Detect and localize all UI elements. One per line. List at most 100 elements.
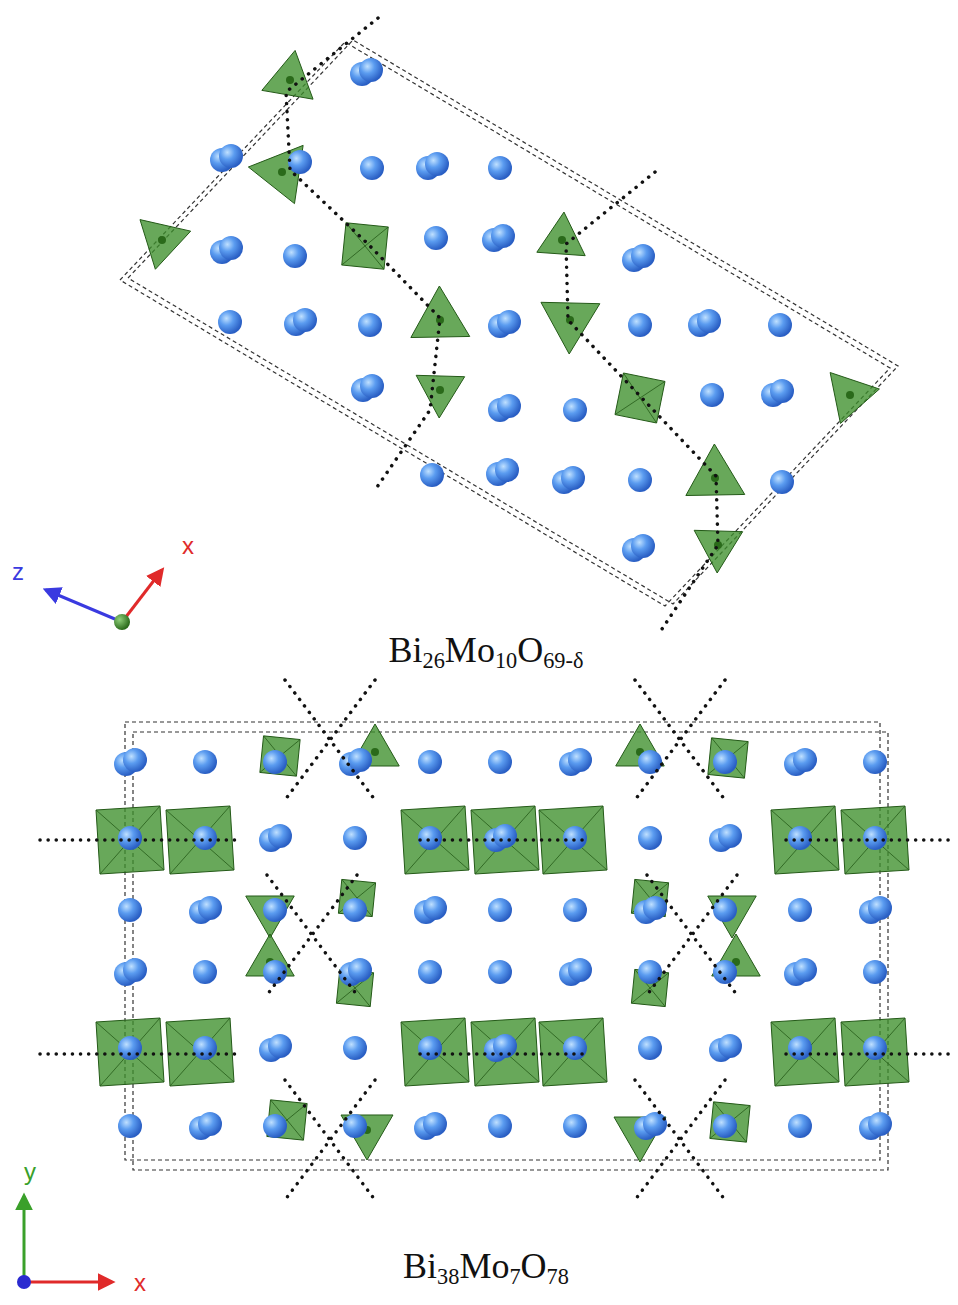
bi-atom — [563, 826, 587, 850]
bi-atom — [488, 750, 512, 774]
bi-atom — [718, 824, 742, 848]
bi-atom — [268, 824, 292, 848]
dotted-guides — [40, 18, 955, 1200]
bi-atom — [643, 896, 667, 920]
bi-atom — [424, 226, 448, 250]
bi-atom — [293, 308, 317, 332]
chain-line — [566, 172, 718, 632]
chain-line — [267, 875, 357, 995]
polyhedron — [411, 286, 470, 338]
bi-atom — [423, 896, 447, 920]
polyhedron — [694, 530, 742, 573]
bi-atom — [631, 534, 655, 558]
bi-atom — [263, 750, 287, 774]
polyhedron — [830, 373, 879, 424]
bi-atom — [863, 960, 887, 984]
bi-atom — [568, 958, 592, 982]
mo-atom — [286, 76, 294, 84]
bi-atom — [488, 898, 512, 922]
chain-line — [635, 680, 725, 800]
chain-line — [635, 1080, 725, 1200]
bi-atom — [628, 468, 652, 492]
polyhedra — [96, 50, 909, 1162]
bi-atom — [425, 152, 449, 176]
chain-line — [285, 680, 375, 800]
axis-label: y — [24, 1160, 36, 1184]
bi-atom — [713, 750, 737, 774]
cell-edge — [120, 42, 890, 606]
polyhedron — [841, 1018, 909, 1086]
bi-atom — [268, 1034, 292, 1058]
bi-atom — [423, 1112, 447, 1136]
bi-atom — [638, 1036, 662, 1060]
chain-line — [647, 875, 737, 995]
bi-atom — [863, 826, 887, 850]
polyhedron — [341, 1115, 393, 1160]
bi-atom — [123, 958, 147, 982]
polyhedron — [166, 1018, 234, 1086]
bi-atom — [563, 898, 587, 922]
bi-atom — [418, 750, 442, 774]
cell-edge — [128, 40, 898, 604]
bi-atom — [493, 824, 517, 848]
bi-atom — [563, 398, 587, 422]
bi-atom — [770, 470, 794, 494]
axis-label: x — [182, 534, 194, 558]
bi-atom — [497, 310, 521, 334]
bi-atom — [219, 236, 243, 260]
polyhedron — [262, 50, 313, 99]
bi-atom — [638, 960, 662, 984]
bi-atom — [193, 1036, 217, 1060]
chain-line — [635, 1080, 725, 1200]
bi-atom — [863, 1036, 887, 1060]
mo-atom — [436, 386, 444, 394]
bi-atom — [418, 1036, 442, 1060]
bi-atom — [288, 150, 312, 174]
polyhedron — [260, 736, 300, 776]
polyhedron — [541, 302, 600, 354]
polyhedron — [96, 1018, 164, 1086]
chain-line — [420, 1052, 588, 1056]
cell-edge — [125, 722, 880, 1160]
bi-atom — [770, 379, 794, 403]
bi-atom — [697, 309, 721, 333]
bi-atom — [118, 898, 142, 922]
formula-caption: Bi38Mo7O78 — [403, 1248, 569, 1288]
bi-atom — [420, 463, 444, 487]
chain-line — [786, 838, 955, 842]
mo-atom — [558, 236, 566, 244]
bi-atom — [198, 1112, 222, 1136]
bi-atom — [793, 748, 817, 772]
bi-atom — [497, 394, 521, 418]
polyhedron — [539, 1018, 607, 1086]
bi-atom — [263, 898, 287, 922]
chain-line — [647, 875, 737, 995]
polyhedron — [140, 220, 191, 270]
bi-atom — [118, 1114, 142, 1138]
polyhedron — [771, 1018, 839, 1086]
bi-atom — [868, 896, 892, 920]
mo-atom — [278, 168, 286, 176]
bi-atom — [358, 313, 382, 337]
bi-atom — [193, 960, 217, 984]
atoms — [114, 58, 892, 1140]
bi-atom — [788, 826, 812, 850]
bi-atom — [488, 156, 512, 180]
bi-atom — [360, 374, 384, 398]
bi-atom — [193, 826, 217, 850]
bi-atom — [788, 1114, 812, 1138]
chain-line — [285, 680, 375, 800]
bi-atom — [561, 466, 585, 490]
axis-triads — [17, 570, 162, 1289]
bi-atom — [218, 310, 242, 334]
chain-line — [786, 1052, 955, 1056]
bi-atom — [418, 826, 442, 850]
bi-atom — [568, 748, 592, 772]
bi-atom — [628, 313, 652, 337]
bi-atom — [868, 1112, 892, 1136]
bi-atom — [343, 1036, 367, 1060]
bi-atom — [700, 383, 724, 407]
bi-atom — [219, 144, 243, 168]
chain-line — [267, 875, 357, 995]
polyhedron — [471, 806, 539, 874]
